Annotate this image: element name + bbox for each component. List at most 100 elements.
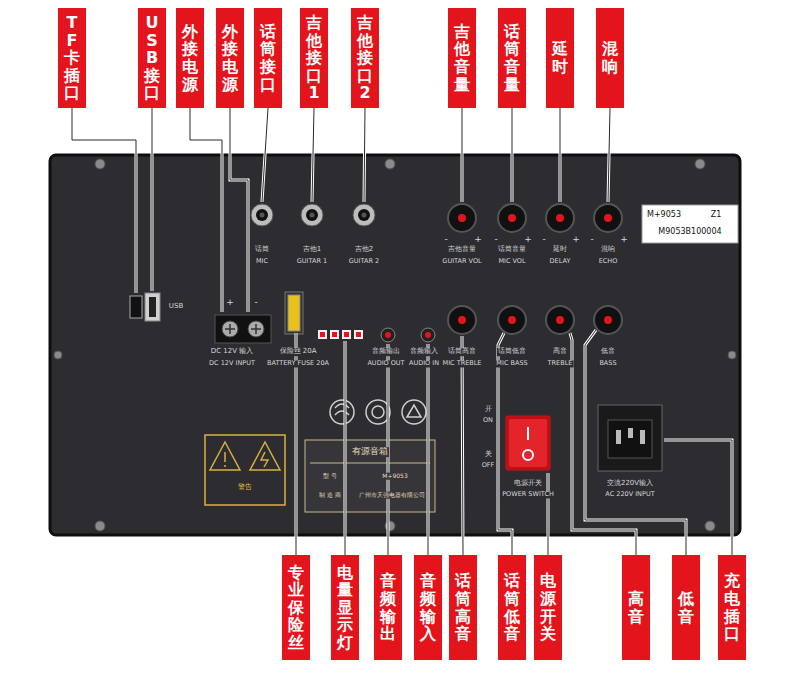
callout-tag: 延时 <box>546 8 574 108</box>
callout-text: 低音 <box>678 590 694 625</box>
panel-label: + <box>523 235 533 245</box>
panel-label: 延时 <box>552 246 568 254</box>
terminal-block <box>215 315 271 343</box>
callout-text: 话筒低音 <box>504 572 520 642</box>
panel-label: MIC <box>255 258 269 265</box>
panel-label: - <box>541 235 546 245</box>
callout-text: 充电插口 <box>724 572 740 642</box>
panel-label: - <box>589 235 594 245</box>
panel-label: 交流220V输入 <box>606 480 654 488</box>
callout-text: 音频输入 <box>420 572 436 642</box>
battery-leds <box>318 330 363 339</box>
panel-label: BATTERY FUSE 20A <box>266 360 330 367</box>
callout-text: 话筒音量 <box>504 23 520 93</box>
callout-tag: 话筒高音 <box>449 555 477 660</box>
panel-label: AC 220V INPUT <box>604 491 655 498</box>
panel-label: MIC VOL <box>497 258 526 265</box>
callout-text: 电源开关 <box>540 572 556 642</box>
callout-text: 专业保险丝 <box>288 564 304 652</box>
warning-sign <box>205 435 285 505</box>
panel-label: AUDIO IN <box>408 360 440 367</box>
callout-text: USB接口 <box>144 14 160 102</box>
panel-label: 混响 <box>600 246 616 254</box>
panel-label: MIC TREBLE <box>442 360 483 367</box>
panel-label: 音频输出 <box>371 348 401 356</box>
callout-text: 高音 <box>628 590 644 625</box>
panel-label: OFF <box>481 462 496 469</box>
panel-label: 保险丝 20A <box>279 348 318 356</box>
panel-label: 吉他2 <box>354 246 374 254</box>
callout-tag: USB接口 <box>138 8 166 108</box>
panel-label: + <box>473 235 483 245</box>
panel-label: 话筒 <box>254 246 270 254</box>
panel-label: 警告 <box>237 484 253 492</box>
callout-text: 混响 <box>602 40 618 75</box>
panel-label: GUITAR 1 <box>296 258 328 265</box>
panel-label: - <box>253 298 258 308</box>
callout-tag: 混响 <box>596 8 624 108</box>
usb-port <box>145 293 160 321</box>
panel-label: 广州市天强电器有限公司 <box>358 492 426 499</box>
panel-label: + <box>225 298 235 308</box>
callout-text: 吉他音量 <box>454 23 470 93</box>
leader-lines <box>72 108 732 555</box>
callout-tag: 音频输入 <box>414 555 442 660</box>
panel-label: 吉他1 <box>302 246 322 254</box>
panel-label: 型 号 <box>322 473 338 480</box>
callout-tag: 吉他接口2 <box>351 8 379 108</box>
panel-label: 低音 <box>600 348 616 356</box>
callout-text: TF卡插口 <box>64 14 80 102</box>
panel-label: ECHO <box>598 258 619 265</box>
callout-text: 话筒高音 <box>455 572 471 642</box>
panel-label: M+9053 <box>646 211 682 220</box>
panel-label: DC 12V INPUT <box>208 360 256 367</box>
panel-label: GUITAR VOL <box>441 258 482 265</box>
panel-label: Z1 <box>710 211 723 220</box>
serial-sticker <box>642 205 738 243</box>
callout-tag: 外接电源 <box>216 8 244 108</box>
screws <box>54 159 736 531</box>
panel-label: POWER SWITCH <box>501 491 555 498</box>
callout-text: 吉他接口2 <box>357 14 373 102</box>
knobs <box>448 204 622 334</box>
callout-tag: 吉他接口1 <box>300 8 328 108</box>
callout-tag: 话筒低音 <box>498 555 526 660</box>
panel-label: 话筒低音 <box>497 348 527 356</box>
callout-text: 话筒接口 <box>260 23 276 93</box>
panel-label: 制 造 商 <box>318 492 342 499</box>
callout-tag: 吉他音量 <box>448 8 476 108</box>
panel-label: 高音 <box>552 348 568 356</box>
tf-slot <box>130 296 142 318</box>
audio-jacks <box>381 328 435 342</box>
callout-tag: 充电插口 <box>718 555 746 660</box>
callout-tag: 电源开关 <box>534 555 562 660</box>
callout-text: 吉他接口1 <box>306 14 322 102</box>
callout-tag: 音频输出 <box>374 555 402 660</box>
panel-label: BASS <box>598 360 617 367</box>
panel-label: 有源音箱 <box>351 447 389 457</box>
callout-tag: 电量显示灯 <box>331 555 359 660</box>
panel-label: 开 <box>484 406 493 414</box>
jacks <box>251 204 375 226</box>
panel-label: + <box>571 235 581 245</box>
callout-text: 外接电源 <box>182 23 198 93</box>
fuse <box>285 292 303 334</box>
panel-label: M9053B100004 <box>657 228 722 237</box>
panel-label: 话筒高音 <box>447 348 477 356</box>
panel-label: 关 <box>484 451 493 459</box>
panel-label: USB <box>168 303 184 311</box>
callout-tag: 低音 <box>672 555 700 660</box>
callout-tag: 话筒音量 <box>498 8 526 108</box>
panel-label: DC 12V 输入 <box>210 348 254 356</box>
callout-text: 音频输出 <box>380 572 396 642</box>
callout-tag: TF卡插口 <box>58 8 86 108</box>
callout-tag: 话筒接口 <box>254 8 282 108</box>
panel-label: ON <box>482 417 494 424</box>
panel-label: GUITAR 2 <box>348 258 380 265</box>
callout-text: 外接电源 <box>222 23 238 93</box>
name-plate <box>305 440 435 512</box>
panel-label: 音频输入 <box>409 348 439 356</box>
panel-label: - <box>443 235 448 245</box>
panel-label: + <box>619 235 629 245</box>
